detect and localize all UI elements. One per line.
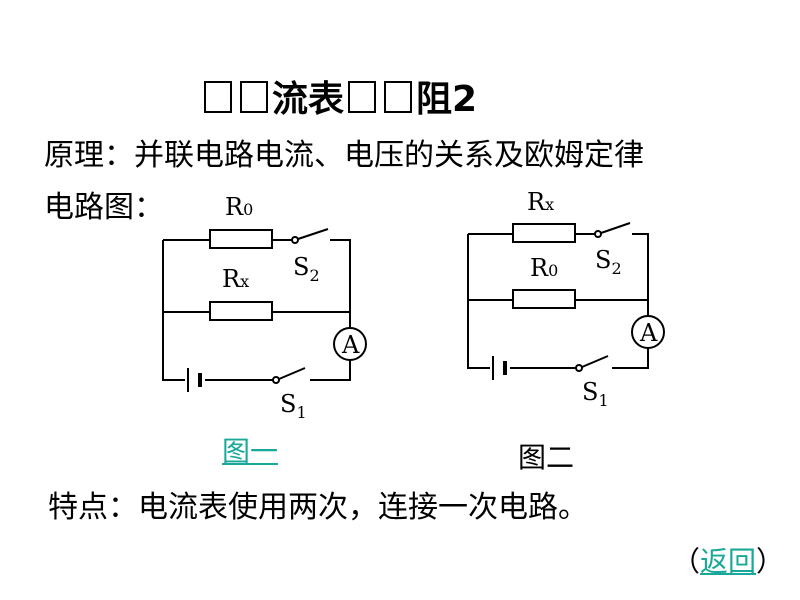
missing-glyph-box-2 — [240, 81, 268, 113]
label-top-resistor-fig1: R0 — [225, 193, 253, 221]
diagram-label: 电路图： — [44, 190, 164, 225]
title-main: 流表 — [272, 79, 345, 120]
label-switch2-fig2: S2 — [595, 246, 622, 278]
return-wrapper: （返回） — [672, 540, 784, 580]
return-close-paren: ） — [756, 545, 785, 578]
figure2-caption: 图二 — [518, 441, 575, 474]
resistor-top-fig1 — [209, 229, 273, 249]
missing-glyph-box-3 — [348, 81, 377, 113]
label-switch1-fig2: S1 — [582, 378, 609, 410]
switch-s1-fig1 — [278, 367, 306, 380]
label-switch2-fig1: S2 — [293, 253, 320, 285]
label-top-resistor-fig2: Rx — [527, 188, 554, 216]
label-mid-resistor-fig1: Rx — [222, 265, 249, 293]
resistor-top-fig2 — [512, 223, 576, 243]
missing-glyph-box-1 — [204, 81, 232, 113]
switch-s2-fig1 — [297, 228, 329, 240]
feature-text: 特点：电流表使用两次，连接一次电路。 — [48, 490, 588, 525]
label-mid-resistor-fig2: R0 — [530, 254, 558, 282]
missing-glyph-box-4 — [384, 81, 413, 113]
title-suffix: 阻2 — [416, 79, 478, 120]
figure1-link[interactable]: 图一 — [222, 435, 279, 468]
page-title: 流表 阻2 — [200, 70, 477, 122]
label-ammeter-fig2: A — [639, 319, 658, 347]
circuit-figure-2 — [467, 222, 665, 380]
principle-text: 原理：并联电路电流、电压的关系及欧姆定律 — [44, 138, 644, 173]
resistor-mid-fig2 — [512, 289, 576, 309]
switch-s2-fig2 — [600, 222, 631, 234]
switch-s1-fig2 — [581, 355, 609, 368]
resistor-mid-fig1 — [209, 301, 273, 321]
return-open-paren: （ — [672, 545, 701, 578]
label-ammeter-fig1: A — [341, 331, 360, 359]
return-link[interactable]: 返回 — [700, 545, 757, 578]
label-switch1-fig1: S1 — [280, 390, 307, 422]
circuit-figure-1 — [162, 228, 367, 392]
